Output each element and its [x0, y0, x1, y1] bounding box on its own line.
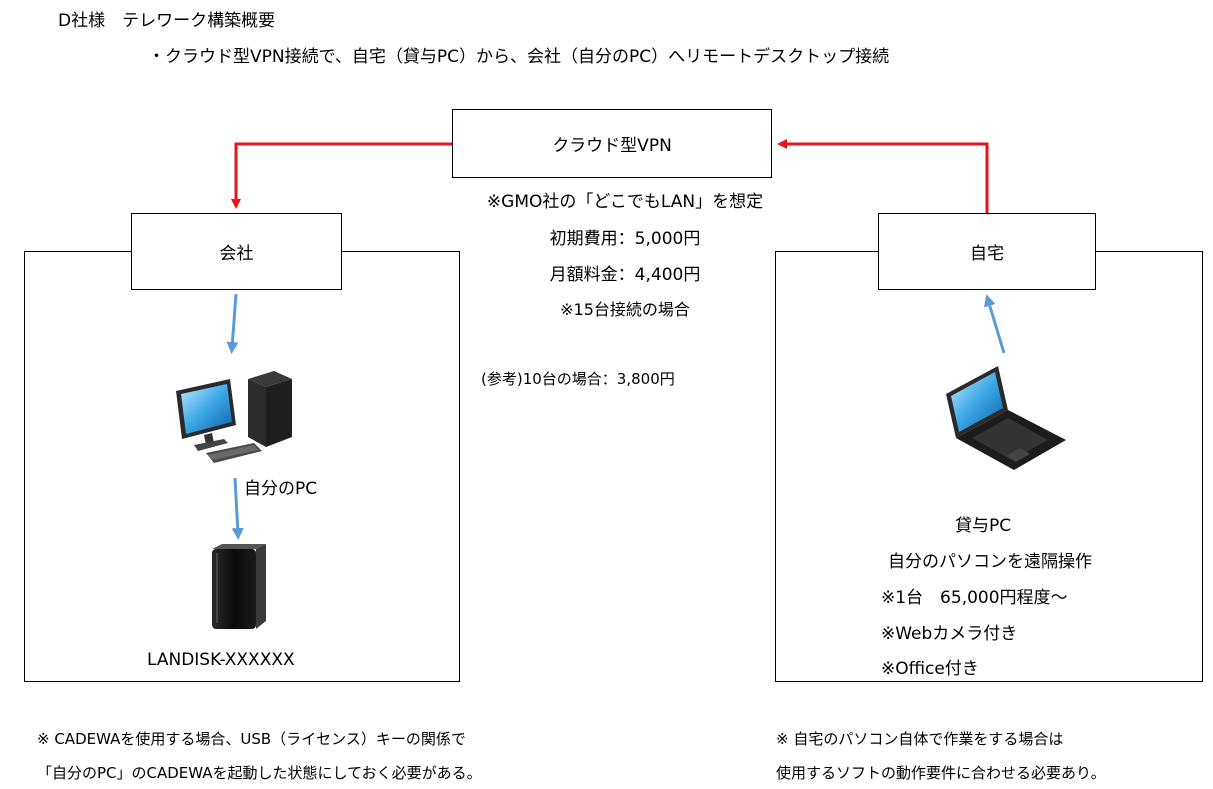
- vpn-note-condition: ※15台接続の場合: [560, 300, 690, 319]
- home-detail-office: ※Office付き: [881, 659, 979, 679]
- red-arrow-from-home: [777, 139, 989, 213]
- home-box: 自宅: [878, 213, 1096, 290]
- cloud-vpn-box: クラウド型VPN: [452, 109, 772, 178]
- blue-arrow-pc-to-nas: [231, 477, 244, 540]
- nas-label: LANDISK-XXXXXX: [147, 650, 295, 670]
- blue-arrow-office-to-pc: [226, 293, 239, 354]
- blue-arrow-laptop-to-home: [983, 294, 1006, 354]
- vpn-note-service: ※GMO社の「どこでもLAN」を想定: [486, 192, 764, 212]
- cloud-vpn-label: クラウド型VPN: [552, 136, 672, 156]
- laptop-icon: [946, 366, 1066, 470]
- footnote-right-line1: ※ 自宅のパソコン自体で作業をする場合は: [776, 730, 1064, 748]
- footnote-right-line2: 使用するソフトの動作要件に合わせる必要あり。: [776, 764, 1106, 782]
- home-detail-remote-control: 自分のパソコンを遠隔操作: [888, 552, 1092, 572]
- home-panel: [775, 251, 1203, 682]
- desktop-pc-icon: [176, 371, 292, 463]
- loaned-pc-label: 貸与PC: [955, 516, 1012, 536]
- office-label: 会社: [219, 244, 254, 264]
- vpn-note-initial-fee: 初期費用：5,000円: [549, 229, 701, 249]
- nas-drive-icon: [212, 544, 266, 629]
- home-label: 自宅: [970, 244, 1004, 264]
- page-title: D社様 テレワーク構築概要: [58, 11, 276, 31]
- vpn-reference-price: (参考)10台の場合：3,800円: [481, 370, 675, 388]
- red-arrow-to-office: [231, 142, 452, 209]
- my-pc-label: 自分のPC: [244, 479, 318, 499]
- home-detail-webcam: ※Webカメラ付き: [881, 624, 1018, 644]
- vpn-note-monthly-fee: 月額料金：4,400円: [549, 265, 701, 285]
- footnote-left-line2: 「自分のPC」のCADEWAを起動した状態にしておく必要がある。: [37, 764, 482, 782]
- page-subtitle: ・クラウド型VPN接続で、自宅（貸与PC）から、会社（自分のPC）へリモートデス…: [148, 47, 890, 67]
- footnote-left-line1: ※ CADEWAを使用する場合、USB（ライセンス）キーの関係で: [37, 730, 466, 748]
- home-detail-price: ※1台 65,000円程度～: [881, 588, 1068, 608]
- office-box: 会社: [131, 213, 342, 290]
